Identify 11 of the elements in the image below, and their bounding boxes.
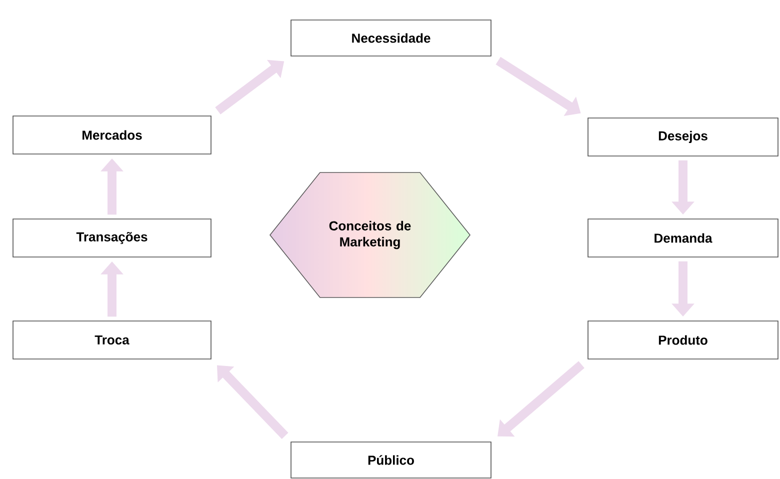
concept-box: Transações	[12, 218, 212, 258]
hexagon: Conceitos de Marketing	[270, 172, 471, 298]
concept-box: Mercados	[12, 116, 212, 154]
block-arrow	[498, 361, 584, 437]
concept-box: Desejos	[588, 118, 778, 156]
concept-box: Troca	[12, 320, 212, 360]
concept-box: Público	[290, 442, 492, 478]
concept-box: Necessidade	[290, 20, 492, 56]
concept-box: Demanda	[588, 218, 778, 258]
block-arrow	[217, 365, 288, 439]
concept-box: Produto	[588, 320, 778, 360]
